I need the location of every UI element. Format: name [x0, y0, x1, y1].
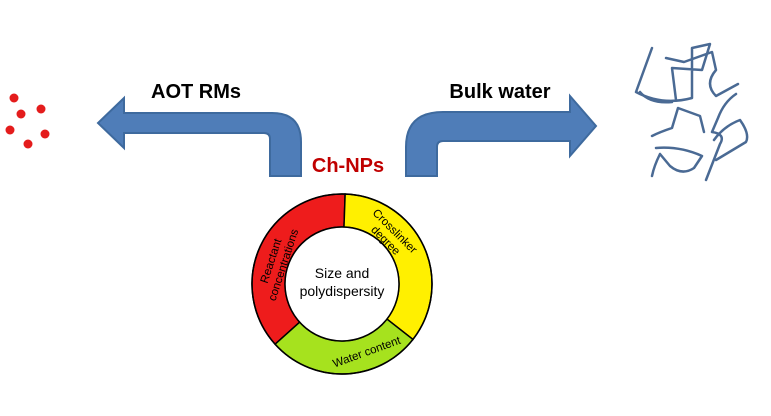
left-label: AOT RMs	[151, 81, 241, 103]
cycle-center-text-2: polydispersity	[300, 283, 385, 299]
polymer-strand	[638, 90, 674, 104]
left-arrow	[96, 95, 302, 177]
nanoparticle-dots	[5, 93, 50, 149]
dot	[9, 93, 19, 103]
polymer-network	[634, 42, 749, 182]
right-label: Bulk water	[449, 81, 550, 103]
polymer-strand	[664, 50, 740, 98]
right-arrow	[405, 93, 598, 177]
polymer-strand	[712, 118, 749, 162]
polymer-strand	[650, 106, 706, 138]
polymer-strand	[634, 42, 712, 103]
dot	[23, 139, 33, 149]
cycle-inner-circle	[284, 226, 400, 342]
cycle-diagram: Size and polydispersity Reactant concent…	[251, 193, 433, 375]
polymer-strand	[650, 146, 704, 178]
cycle-outer-ring	[251, 193, 433, 375]
dot	[36, 104, 46, 114]
dot	[40, 129, 50, 139]
cycle-center-text-1: Size and	[315, 265, 369, 281]
dot	[16, 109, 26, 119]
center-label: Ch-NPs	[312, 155, 384, 177]
dot	[5, 125, 15, 135]
polymer-strand	[704, 92, 738, 182]
